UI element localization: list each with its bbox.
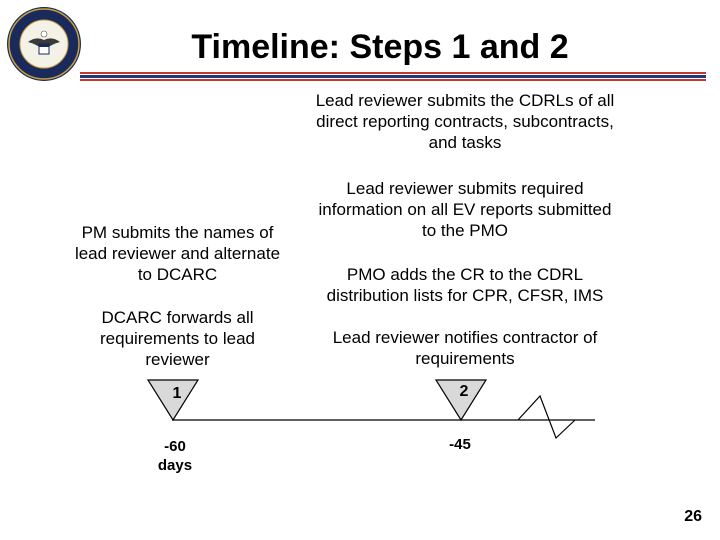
title-rule-red-bottom	[80, 79, 706, 81]
step2-marker-label: 2	[460, 383, 469, 400]
step1-marker	[146, 379, 200, 422]
step2-text-ev-reports: Lead reviewer submits required informati…	[318, 179, 612, 240]
step2-day-label: -45	[449, 436, 471, 453]
step1-marker-label: 1	[173, 385, 182, 402]
timeline-break-icon	[517, 394, 576, 440]
step2-text-pmo-adds: PMO adds the CR to the CDRL distribution…	[326, 265, 604, 305]
dod-seal-icon	[7, 7, 81, 81]
step2-text-cdrls: Lead reviewer submits the CDRLs of all d…	[315, 91, 615, 152]
step1-text-dcarc-forwards: DCARC forwards all requirements to lead …	[100, 308, 255, 369]
step2-text-notifies: Lead reviewer notifies contractor of req…	[332, 328, 598, 368]
step2-marker	[434, 379, 488, 422]
title-rule-blue	[80, 75, 706, 78]
step1-day-label: -60 days	[157, 438, 193, 474]
title-rule-red-top	[80, 72, 706, 74]
step1-text-pm-submits: PM submits the names of lead reviewer an…	[74, 223, 281, 284]
page-number: 26	[684, 508, 702, 525]
page-title: Timeline: Steps 1 and 2	[191, 28, 569, 66]
